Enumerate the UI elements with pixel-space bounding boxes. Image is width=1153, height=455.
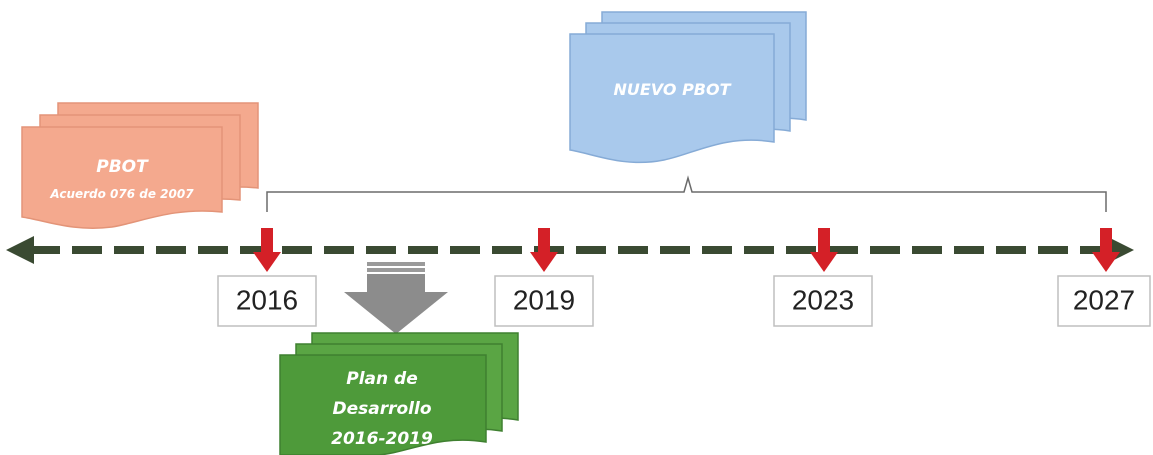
plan-line-3: 2016-2019 xyxy=(331,429,433,449)
year-box-2023 xyxy=(773,275,873,327)
timeline xyxy=(6,236,1134,264)
plan-desarrollo-document-stack: Plan de Desarrollo 2016-2019 xyxy=(279,332,519,455)
nuevo-pbot-document-stack: NUEVO PBOT xyxy=(569,11,807,164)
arrow-left-icon xyxy=(6,236,34,264)
nuevo-pbot-title: NUEVO PBOT xyxy=(613,80,731,99)
year-box-2019 xyxy=(494,275,594,327)
year-label-2019: 2019 xyxy=(513,284,575,315)
pbot-subtitle: Acuerdo 076 de 2007 xyxy=(49,187,194,201)
arrow-down-icon xyxy=(1092,228,1120,272)
year-labels: 2016 2019 2023 2027 xyxy=(217,275,1151,327)
arrow-down-icon xyxy=(810,228,838,272)
year-box-2016 xyxy=(217,275,317,327)
year-box-2027 xyxy=(1057,275,1151,327)
year-label-2023: 2023 xyxy=(792,284,854,315)
plan-line-1: Plan de xyxy=(346,369,417,389)
pbot-doc-front xyxy=(21,126,223,229)
arrow-down-icon xyxy=(253,228,281,272)
span-bracket xyxy=(266,175,1107,212)
bracket-line xyxy=(266,175,1107,212)
pbot-document-stack: PBOT Acuerdo 076 de 2007 xyxy=(21,102,259,229)
nuevo-pbot-doc-front xyxy=(569,33,775,164)
block-arrow-down-icon xyxy=(344,262,448,334)
year-label-2016: 2016 xyxy=(236,284,298,315)
year-markers xyxy=(253,228,1120,272)
year-label-2027: 2027 xyxy=(1073,284,1135,315)
arrow-down-icon xyxy=(530,228,558,272)
pbot-title: PBOT xyxy=(96,157,149,177)
plan-line-2: Desarrollo xyxy=(332,399,431,419)
